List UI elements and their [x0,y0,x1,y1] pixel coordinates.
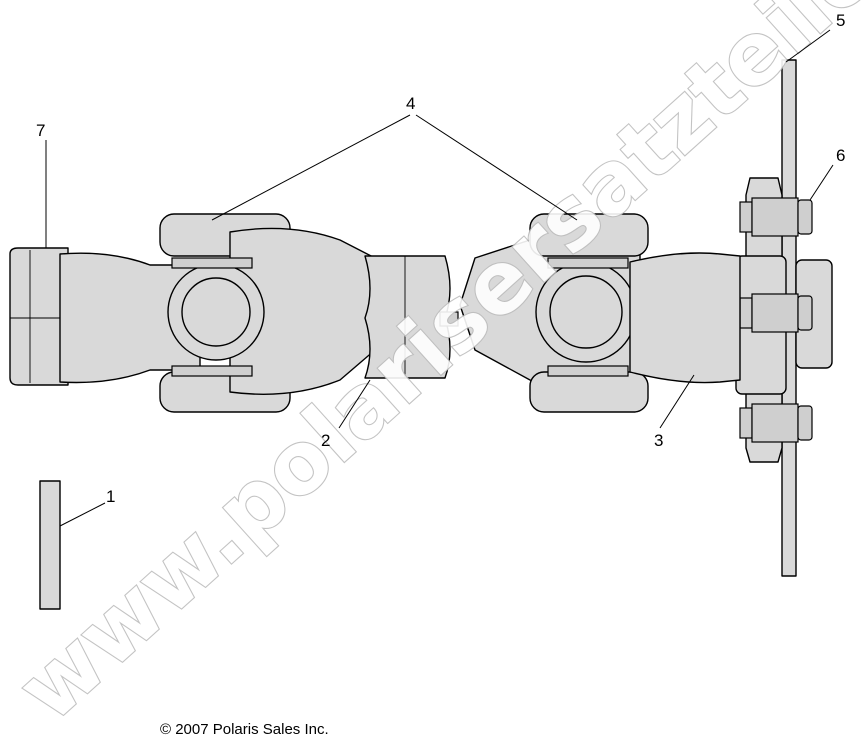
callout-labels: 1 2 3 4 5 6 7 [36,11,845,506]
callout-4: 4 [406,94,415,113]
copyright-notice: © 2007 Polaris Sales Inc. [160,721,329,738]
callout-3: 3 [654,431,663,450]
part-3-right-shaft [629,252,741,384]
part-2-center-tube [364,255,451,379]
callout-5: 5 [836,11,845,30]
callout-1: 1 [106,487,115,506]
callout-7: 7 [36,121,45,140]
left-u-joint [159,213,386,413]
callout-2: 2 [321,431,330,450]
right-u-joint [459,213,649,413]
part-6-bolts [739,197,813,443]
callout-6: 6 [836,146,845,165]
part-1-strip [39,480,61,610]
center-key [439,311,459,327]
flange-assembly [735,177,833,463]
leader-lines [45,29,834,527]
